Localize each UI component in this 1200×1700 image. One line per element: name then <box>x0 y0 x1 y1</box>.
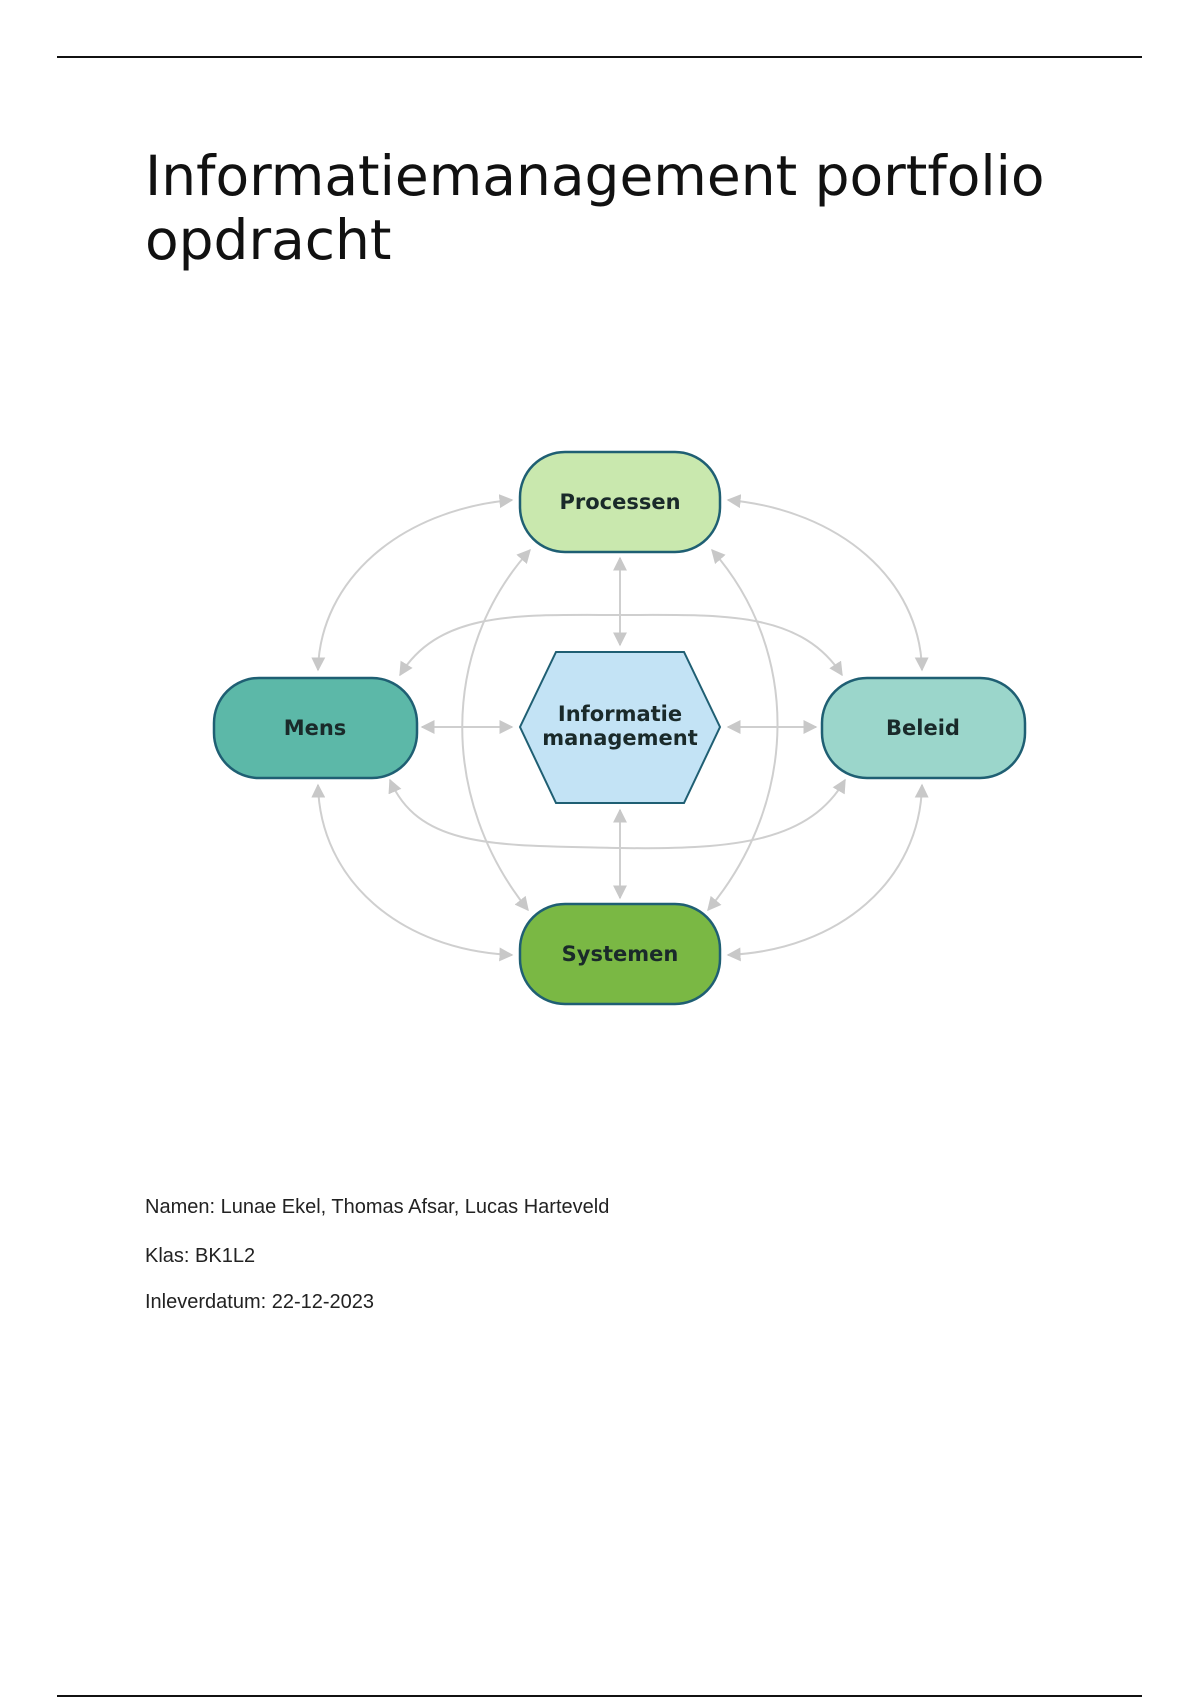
connector-arrows <box>311 494 929 962</box>
class-line: Klas: BK1L2 <box>145 1245 256 1267</box>
node-processen: Processen <box>518 450 722 554</box>
svg-text:management: management <box>542 726 698 750</box>
arrow-mens-beleid-bottom <box>388 778 846 850</box>
node-beleid: Beleid <box>820 676 1027 780</box>
arrow-mens-systemen <box>311 783 514 962</box>
node-informatiemanagement: Informatie management <box>518 651 722 804</box>
due-date-line: Inleverdatum: 22-12-2023 <box>145 1291 375 1313</box>
arrow-beleid-systemen <box>726 783 929 962</box>
node-mens: Mens <box>212 676 419 780</box>
top-rule <box>57 56 1142 58</box>
svg-text:Mens: Mens <box>284 716 347 740</box>
information-management-diagram: Processen Mens Beleid Systemen Informati… <box>212 450 1027 1006</box>
svg-text:Systemen: Systemen <box>562 942 679 966</box>
arrow-processen-systemen-right <box>707 548 779 912</box>
arrow-processen-beleid <box>726 494 929 672</box>
bottom-rule <box>57 1695 1142 1697</box>
svg-text:Informatie: Informatie <box>558 702 682 726</box>
arrow-mens-beleid-top <box>399 613 843 677</box>
names-line: Namen: Lunae Ekel, Thomas Afsar, Lucas H… <box>145 1196 610 1218</box>
document-title: Informatiemanagement portfolio opdracht <box>145 144 1045 272</box>
node-systemen: Systemen <box>518 902 722 1006</box>
svg-text:Beleid: Beleid <box>886 716 960 740</box>
arrow-processen-systemen-left <box>461 548 531 912</box>
arrow-mens-processen <box>311 494 514 672</box>
svg-text:Processen: Processen <box>559 490 680 514</box>
